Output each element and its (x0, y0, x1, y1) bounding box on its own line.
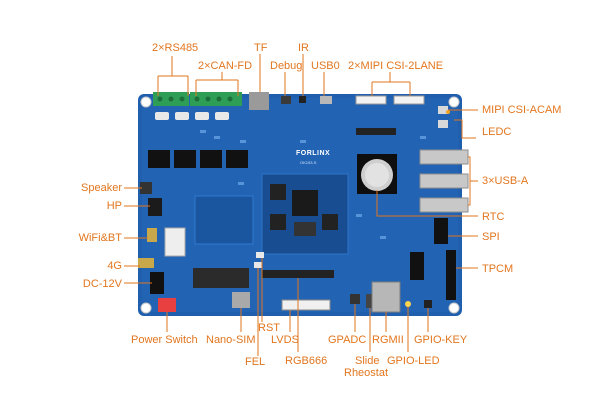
label-tpcm: TPCM (482, 263, 514, 275)
label-usb-a: 3×USB-A (482, 175, 529, 187)
label-wifi-bt: WiFi&BT (78, 232, 122, 244)
board-logo: FORLINX (296, 150, 331, 157)
label-dc-12v: DC-12V (82, 278, 122, 290)
dc-jack (150, 272, 164, 294)
gpio-led (405, 301, 411, 307)
board-model: OK153-S (300, 160, 317, 165)
label-rgmii: RGMII (372, 334, 404, 346)
gpio-key (424, 300, 432, 308)
label-rgb666: RGB666 (285, 355, 328, 367)
hp-jack (148, 198, 162, 216)
label-spi: SPI (482, 231, 500, 243)
label-usb0: USB0 (311, 60, 340, 72)
label-hp: HP (106, 200, 122, 212)
label-tf: TF (254, 42, 268, 54)
4g-slot (193, 268, 249, 288)
cellular-antenna (138, 258, 154, 268)
label-debug: Debug (270, 60, 303, 72)
tpcm-header (446, 250, 456, 300)
label-can-fd: 2×CAN-FD (198, 60, 253, 72)
nano-sim-slot (232, 292, 250, 308)
lvds-connector (281, 299, 331, 311)
label-ir: IR (298, 42, 309, 54)
label-ledc: LEDC (482, 126, 512, 138)
ir-receiver (299, 96, 306, 103)
label-lvds: LVDS (271, 334, 299, 346)
callout-lines (124, 54, 478, 356)
gpadc-header (350, 294, 360, 304)
label-nano-sim: Nano-SIM (206, 334, 256, 346)
label-rs485: 2×RS485 (152, 42, 199, 54)
power-switch (158, 298, 176, 312)
rst-button (256, 252, 264, 258)
label-speaker: Speaker (81, 182, 122, 194)
rgmii-port (371, 281, 401, 313)
label-gpio-key: GPIO-KEY (414, 334, 468, 346)
label-rst: RST (258, 322, 280, 334)
speaker-port (140, 182, 152, 194)
rgb666-connector (262, 270, 334, 278)
tf-slot (249, 92, 269, 110)
slide-rheostat (366, 294, 374, 308)
label-fel: FEL (245, 356, 266, 368)
label-mipi-csi-acam: MIPI CSI-ACAM (482, 104, 562, 116)
usb-a-ports (419, 149, 469, 213)
label-slide: Slide (355, 355, 380, 367)
label-4g: 4G (107, 260, 122, 272)
can-fd-terminal (190, 92, 242, 106)
debug-port (281, 96, 291, 104)
spi-header (434, 218, 448, 244)
label-gpio-led: GPIO-LED (387, 355, 440, 367)
label-mipi-csi-2lane: 2×MIPI CSI-2LANE (348, 60, 444, 72)
label-rheostat: Rheostat (344, 367, 389, 379)
label-power-switch: Power Switch (131, 334, 198, 346)
label-rtc: RTC (482, 211, 505, 223)
usb0-port (320, 96, 332, 104)
wifi-antenna (147, 228, 157, 242)
soc-chip (292, 190, 318, 216)
fel-button (254, 262, 262, 268)
label-gpadc: GPADC (328, 334, 367, 346)
